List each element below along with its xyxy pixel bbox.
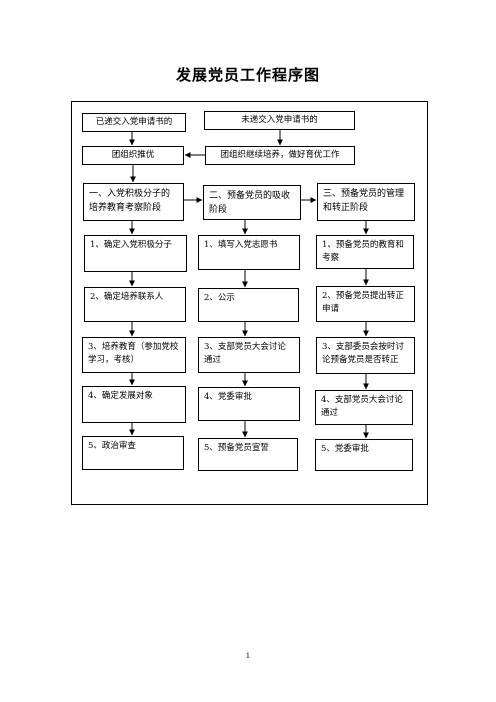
box-league-recommendation: 团组织推优	[82, 146, 184, 165]
col3-step-1: 1、预备党员的教育和考察	[316, 235, 414, 269]
col2-step-2: 2、公示	[198, 288, 299, 322]
box-not-submitted-application: 未递交入党申请书的	[204, 111, 355, 130]
stage-header-3: 三、预备党员的管理和转正阶段	[317, 183, 415, 221]
col1-step-4: 4、确定发展对象	[82, 386, 186, 423]
col3-step-2: 2、预备党员提出转正申请	[316, 286, 415, 322]
col3-step-3: 3、支部委员会按时讨论预备党员是否转正	[316, 337, 415, 374]
col1-step-5: 5、政治审查	[82, 436, 184, 470]
stage-header-2: 二、预备党员的吸收阶段	[203, 185, 301, 220]
flowchart-frame	[71, 101, 428, 505]
col3-step-5: 5、党委审批	[315, 439, 413, 471]
box-submitted-application: 已递交入党申请书的	[82, 113, 186, 132]
box-league-continue-training: 团组织继续培养，做好育优工作	[205, 146, 355, 165]
col1-step-2: 2、确定培养联系人	[84, 287, 186, 322]
col3-step-4: 4、支部党员大会讨论通过	[315, 390, 413, 425]
col2-step-5: 5、预备党员宣誓	[198, 438, 298, 471]
page-number: 1	[245, 652, 251, 660]
col1-step-3: 3、培养教育（参加党校学习，考核）	[82, 337, 186, 373]
col1-step-1: 1、确定入党积极分子	[84, 235, 187, 272]
col2-step-4: 4、党委审批	[198, 387, 300, 421]
col2-step-3: 3、支部党员大会讨论通过	[198, 337, 300, 373]
col2-step-1: 1、填写入党志愿书	[198, 235, 300, 270]
stage-header-1: 一、入党积极分子的培养教育考察阶段	[83, 183, 184, 221]
page-title: 发展党员工作程序图	[175, 66, 320, 84]
